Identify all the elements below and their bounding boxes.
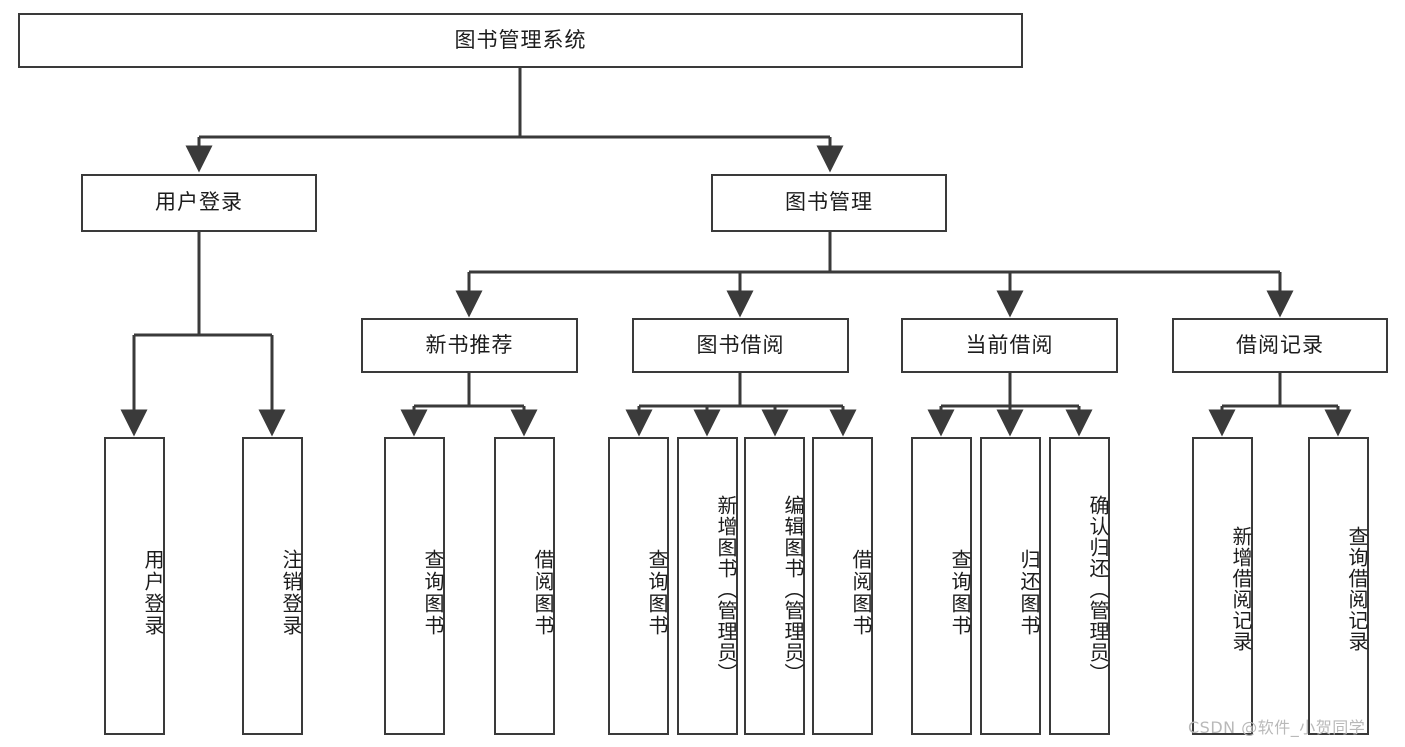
node-book-manage[interactable]: 图书管理: [711, 174, 947, 232]
node-leaf-borrow-book-2[interactable]: 借阅图书: [812, 437, 873, 735]
node-book-borrow[interactable]: 图书借阅: [632, 318, 849, 373]
node-new-book-recommend-label: 新书推荐: [425, 332, 514, 357]
node-leaf-borrow-book-2-label: 借阅图书: [849, 549, 873, 637]
edge-currentborrow-to-leaves: [927, 373, 1093, 437]
node-leaf-add-record[interactable]: 新增借阅记录: [1192, 437, 1253, 735]
node-root[interactable]: 图书管理系统: [18, 13, 1023, 68]
node-book-borrow-label: 图书借阅: [696, 332, 785, 357]
node-leaf-return-book-label: 归还图书: [1017, 549, 1041, 637]
node-leaf-confirm-return-label: 确认归还（管理员）: [1086, 494, 1110, 684]
node-leaf-confirm-return[interactable]: 确认归还（管理员）: [1049, 437, 1110, 735]
node-leaf-edit-book-label: 编辑图书（管理员）: [781, 494, 805, 684]
node-leaf-query-book-3[interactable]: 查询图书: [911, 437, 972, 735]
node-new-book-recommend[interactable]: 新书推荐: [361, 318, 578, 373]
node-leaf-add-book[interactable]: 新增图书（管理员）: [677, 437, 738, 735]
edge-bookmanage-to-level3: [455, 232, 1294, 318]
node-leaf-user-login-label: 用户登录: [141, 549, 165, 637]
node-leaf-logout-label: 注销登录: [279, 549, 303, 637]
node-book-manage-label: 图书管理: [785, 190, 873, 215]
node-leaf-borrow-book-1[interactable]: 借阅图书: [494, 437, 555, 735]
csdn-watermark: CSDN @软件_小贺同学: [1188, 718, 1366, 737]
node-leaf-query-record[interactable]: 查询借阅记录: [1308, 437, 1369, 735]
node-borrow-record[interactable]: 借阅记录: [1172, 318, 1388, 373]
node-leaf-borrow-book-1-label: 借阅图书: [531, 549, 555, 637]
edge-borrowrecord-to-leaves: [1208, 373, 1352, 437]
node-leaf-edit-book[interactable]: 编辑图书（管理员）: [744, 437, 805, 735]
node-leaf-add-record-label: 新增借阅记录: [1229, 526, 1253, 652]
edge-root-to-level2: [185, 68, 844, 173]
node-leaf-query-book-1-label: 查询图书: [421, 549, 445, 637]
edge-userlogin-to-leaves: [120, 232, 286, 437]
node-current-borrow[interactable]: 当前借阅: [901, 318, 1118, 373]
node-leaf-query-record-label: 查询借阅记录: [1345, 526, 1369, 652]
node-user-login-label: 用户登录: [155, 190, 243, 215]
node-root-label: 图书管理系统: [454, 27, 587, 52]
edge-bookborrow-to-leaves: [625, 373, 857, 437]
node-leaf-logout[interactable]: 注销登录: [242, 437, 303, 735]
node-leaf-query-book-2-label: 查询图书: [645, 549, 669, 637]
node-borrow-record-label: 借阅记录: [1236, 332, 1324, 357]
edge-newbook-to-leaves: [400, 373, 538, 437]
node-current-borrow-label: 当前借阅: [965, 332, 1054, 357]
node-leaf-query-book-1[interactable]: 查询图书: [384, 437, 445, 735]
node-leaf-query-book-3-label: 查询图书: [948, 549, 972, 637]
node-leaf-return-book[interactable]: 归还图书: [980, 437, 1041, 735]
node-leaf-user-login[interactable]: 用户登录: [104, 437, 165, 735]
node-user-login[interactable]: 用户登录: [81, 174, 317, 232]
node-leaf-query-book-2[interactable]: 查询图书: [608, 437, 669, 735]
node-leaf-add-book-label: 新增图书（管理员）: [714, 494, 738, 684]
